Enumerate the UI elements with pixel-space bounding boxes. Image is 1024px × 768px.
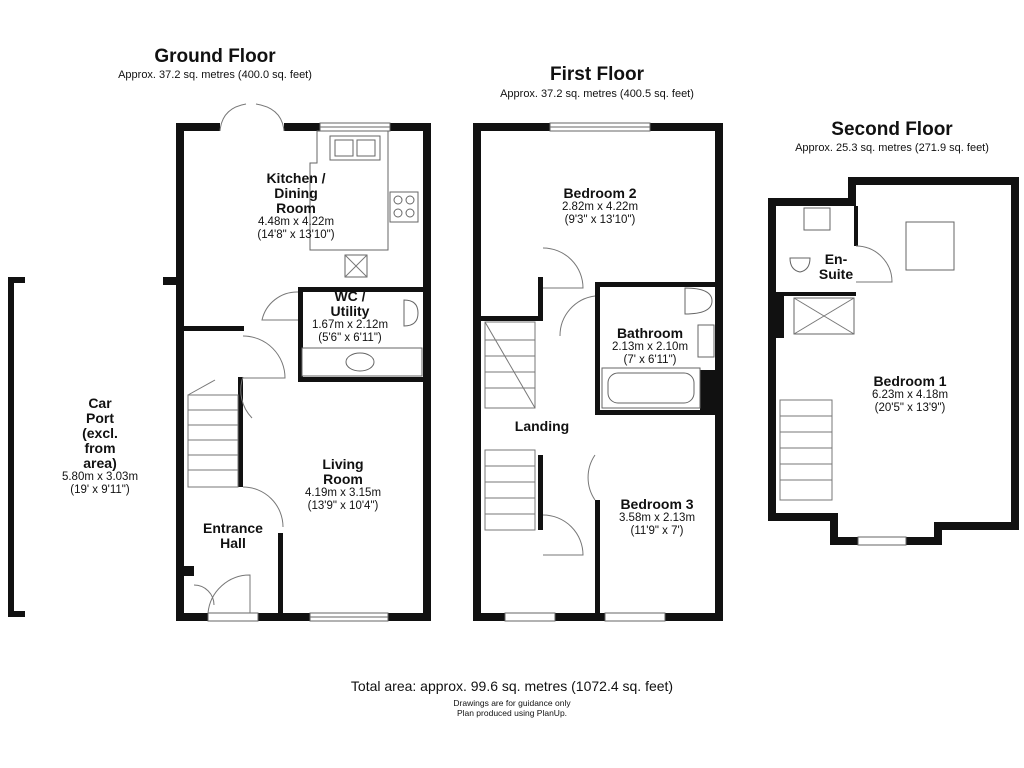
bedroom1-dim-imperial: (20'5" x 13'9"): [874, 402, 946, 414]
living-name-line1: Living: [322, 456, 364, 472]
ground-floor-area: Approx. 37.2 sq. metres (400.0 sq. feet): [118, 69, 312, 81]
bathroom-name: Bathroom: [616, 325, 684, 341]
ensuite-label: En- Suite: [806, 252, 866, 282]
wc-name-line2: Utility: [330, 303, 370, 319]
wc-name-line1: WC /: [334, 288, 366, 304]
ensuite-name-line2: Suite: [818, 266, 854, 282]
bedroom2-dim-imperial: (9'3" x 13'10"): [564, 214, 636, 226]
bedroom3-name: Bedroom 3: [620, 496, 694, 512]
living-room-label: Living Room 4.19m x 3.15m (13'9" x 10'4"…: [283, 457, 403, 513]
carport-name-line1: Car: [88, 395, 112, 411]
second-floor-title: Second Floor: [831, 119, 953, 140]
carport-name-line2: Port: [86, 410, 114, 426]
wc-dim-imperial: (5'6" x 6'11"): [318, 332, 382, 344]
second-floor-plan: [768, 177, 1019, 546]
first-floor-title: First Floor: [550, 64, 644, 85]
kitchen-name-line3: Room: [276, 200, 316, 216]
hall-name-line1: Entrance: [203, 520, 263, 536]
ensuite-name-line1: En-: [824, 251, 848, 267]
bathroom-dim-metric: 2.13m x 2.10m: [611, 341, 689, 353]
bedroom1-label: Bedroom 1 6.23m x 4.18m (20'5" x 13'9"): [850, 374, 970, 415]
bathroom-dim-imperial: (7' x 6'11"): [623, 354, 677, 366]
carport-label: Car Port (excl. from area) 5.80m x 3.03m…: [40, 396, 160, 497]
carport-name-line4: from: [84, 440, 116, 456]
bedroom2-name: Bedroom 2: [563, 185, 637, 201]
bedroom1-name: Bedroom 1: [873, 373, 947, 389]
living-dim-imperial: (13'9" x 10'4"): [307, 500, 379, 512]
wc-utility-label: WC / Utility 1.67m x 2.12m (5'6" x 6'11"…: [290, 289, 410, 345]
carport-dim-imperial: (19' x 9'11"): [70, 484, 130, 496]
carport-name-line5: area): [83, 455, 117, 471]
kitchen-dim-metric: 4.48m x 4.22m: [257, 216, 335, 228]
bedroom2-label: Bedroom 2 2.82m x 4.22m (9'3" x 13'10"): [540, 186, 660, 227]
carport-outline: [8, 277, 25, 617]
carport-dim-metric: 5.80m x 3.03m: [61, 471, 139, 483]
living-dim-metric: 4.19m x 3.15m: [304, 487, 382, 499]
second-floor-area: Approx. 25.3 sq. metres (271.9 sq. feet): [795, 142, 989, 154]
kitchen-label: Kitchen / Dining Room 4.48m x 4.22m (14'…: [236, 171, 356, 242]
bedroom1-dim-metric: 6.23m x 4.18m: [871, 389, 949, 401]
disclaimer-line1: Drawings are for guidance only: [453, 698, 571, 708]
entrance-hall-label: Entrance Hall: [193, 521, 273, 551]
ground-floor-title: Ground Floor: [154, 46, 276, 67]
ground-floor-plan: [163, 103, 431, 622]
landing-label: Landing: [514, 418, 570, 434]
carport-name-line3: (excl.: [82, 425, 118, 441]
living-name-line2: Room: [323, 471, 363, 487]
bathroom-label: Bathroom 2.13m x 2.10m (7' x 6'11"): [590, 326, 710, 367]
bedroom2-dim-metric: 2.82m x 4.22m: [561, 201, 639, 213]
wc-dim-metric: 1.67m x 2.12m: [311, 319, 389, 331]
kitchen-dim-imperial: (14'8" x 13'10"): [257, 229, 335, 241]
total-area: Total area: approx. 99.6 sq. metres (107…: [350, 678, 674, 694]
kitchen-name-line1: Kitchen /: [266, 170, 326, 186]
disclaimer-line2: Plan produced using PlanUp.: [456, 708, 568, 718]
first-floor-plan: [473, 122, 723, 622]
bedroom3-dim-metric: 3.58m x 2.13m: [618, 512, 696, 524]
hall-name-line2: Hall: [220, 535, 246, 551]
first-floor-area: Approx. 37.2 sq. metres (400.5 sq. feet): [500, 88, 694, 100]
kitchen-name-line2: Dining: [274, 185, 318, 201]
bedroom3-label: Bedroom 3 3.58m x 2.13m (11'9" x 7'): [597, 497, 717, 538]
bedroom3-dim-imperial: (11'9" x 7'): [630, 525, 684, 537]
